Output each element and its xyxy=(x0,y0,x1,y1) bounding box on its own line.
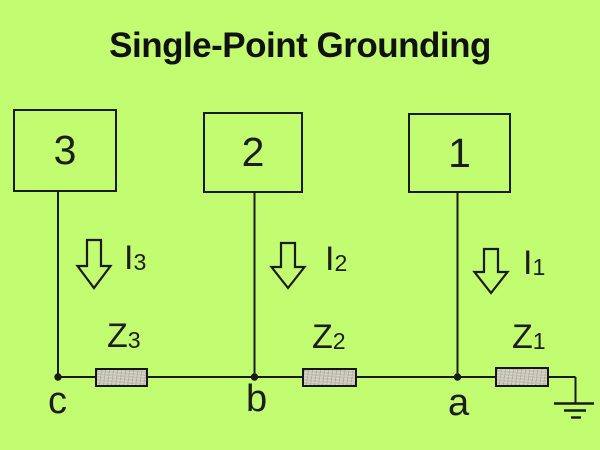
equipment-box-2-label: 2 xyxy=(241,129,265,175)
current-i3-label: I3 xyxy=(124,241,146,275)
page-title: Single-Point Grounding xyxy=(109,26,491,65)
impedance-z2-symbol: Z xyxy=(312,318,333,356)
current-i2-symbol: I xyxy=(325,240,335,278)
current-i1-subscript: 1 xyxy=(532,254,546,280)
node-b-junction-dot xyxy=(250,373,259,381)
earth-ground-icon xyxy=(554,402,594,419)
impedance-z2-subscript: 2 xyxy=(332,328,346,354)
current-i2-down-arrow-icon xyxy=(269,241,307,290)
current-i3-symbol: I xyxy=(124,239,134,277)
node-b-label: b xyxy=(246,378,268,420)
current-i3-subscript: 3 xyxy=(133,249,147,275)
impedance-z1-label: Z1 xyxy=(512,320,546,354)
impedance-z3-resistor xyxy=(95,368,148,387)
current-i1-symbol: I xyxy=(523,244,533,282)
equipment-box-3: 3 xyxy=(13,109,117,192)
current-i1-label: I1 xyxy=(523,246,545,280)
impedance-z1-symbol: Z xyxy=(512,318,533,356)
node-a-label: a xyxy=(448,382,470,424)
impedance-z3-subscript: 3 xyxy=(127,327,141,353)
current-i1-down-arrow-icon xyxy=(472,247,510,295)
impedance-z1-resistor xyxy=(495,367,549,387)
current-i2-label: I2 xyxy=(325,242,347,276)
impedance-z3-label: Z3 xyxy=(107,319,141,353)
node-a-junction-dot xyxy=(453,373,462,381)
impedance-z2-label: Z2 xyxy=(312,320,346,354)
impedance-z1-subscript: 1 xyxy=(532,328,546,354)
current-i2-subscript: 2 xyxy=(334,250,348,276)
node-c-label: c xyxy=(48,380,67,422)
equipment-box-1: 1 xyxy=(408,113,511,193)
node-c-junction-dot xyxy=(54,373,62,381)
equipment-box-2: 2 xyxy=(203,112,303,193)
impedance-z2-resistor xyxy=(302,368,357,387)
current-i3-down-arrow-icon xyxy=(75,238,113,290)
impedance-z3-symbol: Z xyxy=(107,317,128,355)
equipment-box-1-label: 1 xyxy=(448,129,471,176)
equipment-box-3-label: 3 xyxy=(53,127,77,173)
